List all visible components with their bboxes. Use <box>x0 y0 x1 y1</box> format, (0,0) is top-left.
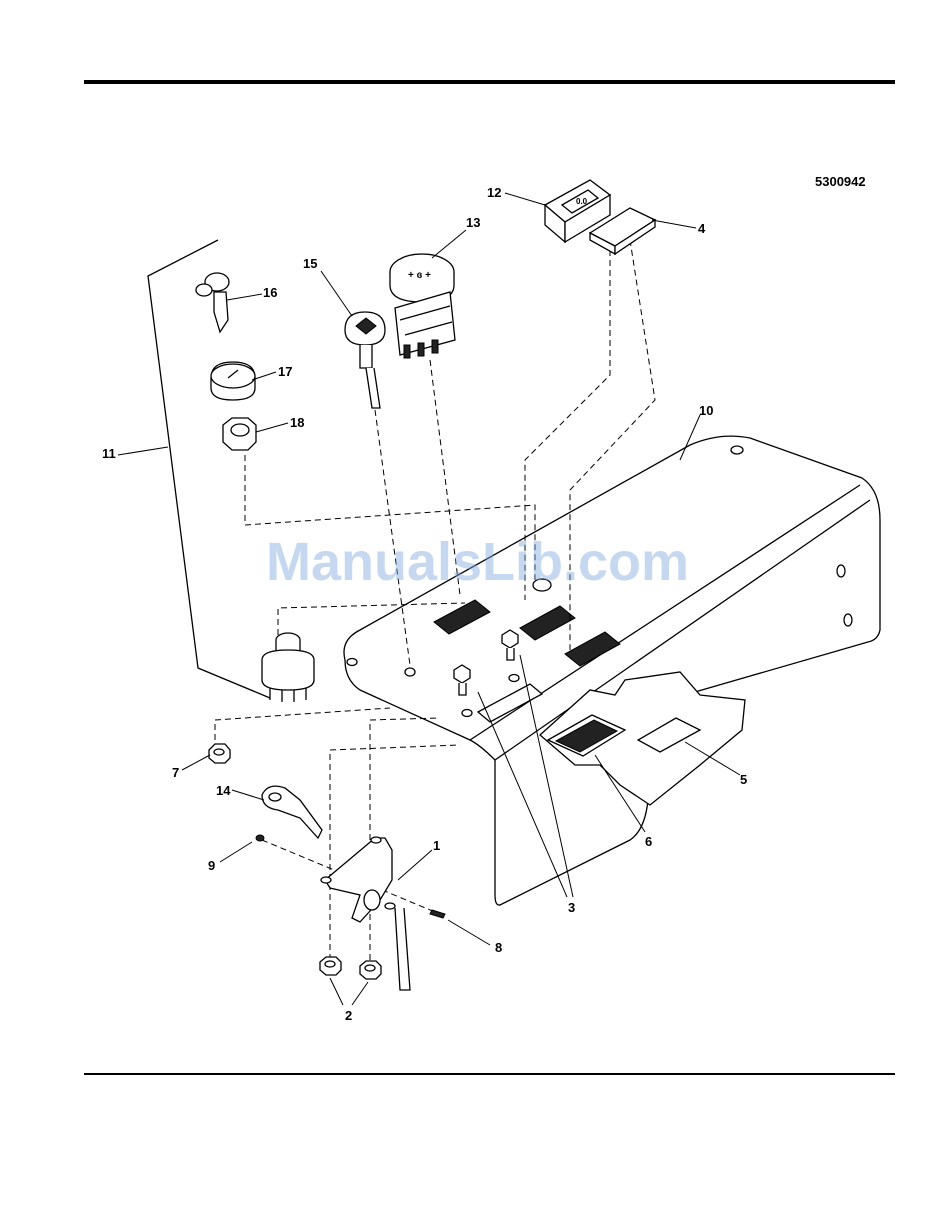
callout-2: 2 <box>345 1008 352 1023</box>
lever <box>262 786 322 838</box>
callout-17: 17 <box>278 364 292 379</box>
callout-15: 15 <box>303 256 317 271</box>
ignition-nut <box>223 418 256 450</box>
callout-16: 16 <box>263 285 277 300</box>
callout-6: 6 <box>645 834 652 849</box>
ignition-switch <box>262 633 314 702</box>
callout-18: 18 <box>290 415 304 430</box>
callout-13: 13 <box>466 215 480 230</box>
ignition-cap <box>211 362 255 400</box>
callout-12: 12 <box>487 185 501 200</box>
svg-text:0.0: 0.0 <box>576 197 588 206</box>
callout-10: 10 <box>699 403 713 418</box>
callout-1: 1 <box>433 838 440 853</box>
callout-3: 3 <box>568 900 575 915</box>
drawing-number: 5300942 <box>815 174 866 189</box>
pto-knob <box>345 312 385 408</box>
dash-panel <box>344 436 880 905</box>
washer-9 <box>256 835 264 841</box>
callout-14: 14 <box>216 783 231 798</box>
callout-4: 4 <box>698 221 706 236</box>
pto-switch: + ɞ + <box>390 254 455 358</box>
watermark: ManualsLib.com <box>266 532 689 592</box>
key <box>196 273 229 332</box>
callout-5: 5 <box>740 772 747 787</box>
nut-7 <box>209 744 230 763</box>
group-bracket <box>148 240 270 698</box>
callout-9: 9 <box>208 858 215 873</box>
callout-7: 7 <box>172 765 179 780</box>
svg-text:+ ɞ +: + ɞ + <box>408 270 431 281</box>
callout-11: 11 <box>102 446 116 461</box>
screw-8 <box>430 910 445 918</box>
nuts-2 <box>320 957 381 979</box>
callout-8: 8 <box>495 940 502 955</box>
